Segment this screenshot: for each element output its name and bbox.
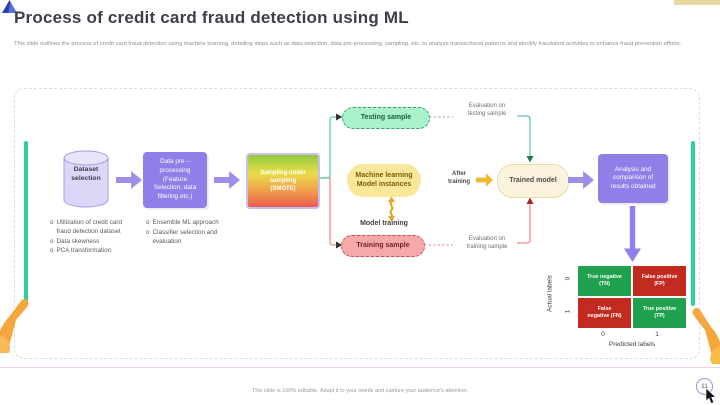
footer-note: This slide is 100% editable. Adapt it to… [252, 388, 468, 394]
matrix-cell-true-negative: True negative (TN) [578, 266, 631, 296]
content-frame [14, 88, 700, 359]
sampling-node: Sampling under sampling (SMOTE) [246, 153, 320, 209]
right-accent-bar [691, 141, 695, 306]
eval-testing-to-trained-connector [517, 115, 531, 156]
left-accent-bar [24, 141, 28, 306]
model-training-arrow-bottom [388, 216, 395, 222]
dataset-selection-label: Dataset selection [71, 166, 101, 182]
top-right-accent-strip [674, 0, 720, 5]
matrix-x-axis-label: Predicted labels [608, 341, 656, 348]
bullet-item: Classifier selection and evaluation [146, 229, 220, 247]
trained-bottom-arrowhead-icon [526, 197, 534, 204]
left-hand-icon [0, 298, 29, 353]
matrix-xtick-1: 1 [655, 331, 659, 338]
confusion-matrix: True negative (TN) False positive (FP) F… [578, 266, 686, 328]
sampling-to-training-connector [317, 177, 336, 246]
sampling-to-testing-connector [317, 116, 336, 179]
right-hand-icon [692, 307, 720, 364]
slide-subtitle: This slide outlines the process of credi… [14, 41, 682, 47]
dataset-selection-node: Dataset selection [63, 150, 109, 208]
matrix-cell-false-negative: False negative (FN) [578, 298, 631, 328]
evaluation-testing-label: Evaluation on testing sample [467, 103, 507, 118]
model-training-label: Model training [360, 220, 408, 227]
training-arrowhead-icon [336, 241, 343, 249]
bullet-item: Data skewness [50, 238, 134, 247]
testing-sample-node: Testing sample [342, 107, 430, 129]
preprocessing-node: Data pre – processing (Feature Selection… [143, 152, 207, 208]
footer-divider [0, 367, 720, 368]
preprocessing-bullet-list: Ensemble ML approach Classifier selectio… [146, 219, 220, 247]
trained-model-node: Trained model [497, 164, 569, 198]
matrix-cell-false-positive: False positive (FP) [633, 266, 686, 296]
ml-model-instances-node: Machine learning Model instances [347, 164, 421, 197]
testing-arrowhead-icon [336, 113, 343, 121]
bullet-item: PCA transformation [50, 247, 134, 256]
evaluation-training-label: Evaluation on training sample [466, 236, 508, 251]
training-sample-node: Training sample [341, 235, 425, 257]
after-training-label: After training [448, 171, 470, 186]
matrix-xtick-0: 0 [601, 331, 605, 338]
bullet-item: Utilization of credit card fraud detecti… [50, 219, 134, 237]
mouse-cursor-icon [705, 388, 717, 404]
matrix-ytick-1: 1 [564, 309, 572, 314]
trained-top-arrowhead-icon [526, 156, 534, 163]
model-training-arrow-top [388, 196, 395, 202]
slide-title: Process of credit card fraud detection u… [14, 8, 409, 27]
bullet-item: Ensemble ML approach [146, 219, 220, 228]
dataset-bullet-list: Utilization of credit card fraud detecti… [50, 219, 134, 257]
matrix-ytick-0: 0 [564, 276, 572, 281]
cylinder-icon [63, 150, 109, 208]
matrix-cell-true-positive: True positive (TP) [633, 298, 686, 328]
matrix-y-axis-label: Actual labels [546, 275, 554, 312]
eval-training-to-trained-connector [517, 204, 531, 244]
analysis-node: Analysis and comparison of results obtai… [598, 154, 668, 203]
